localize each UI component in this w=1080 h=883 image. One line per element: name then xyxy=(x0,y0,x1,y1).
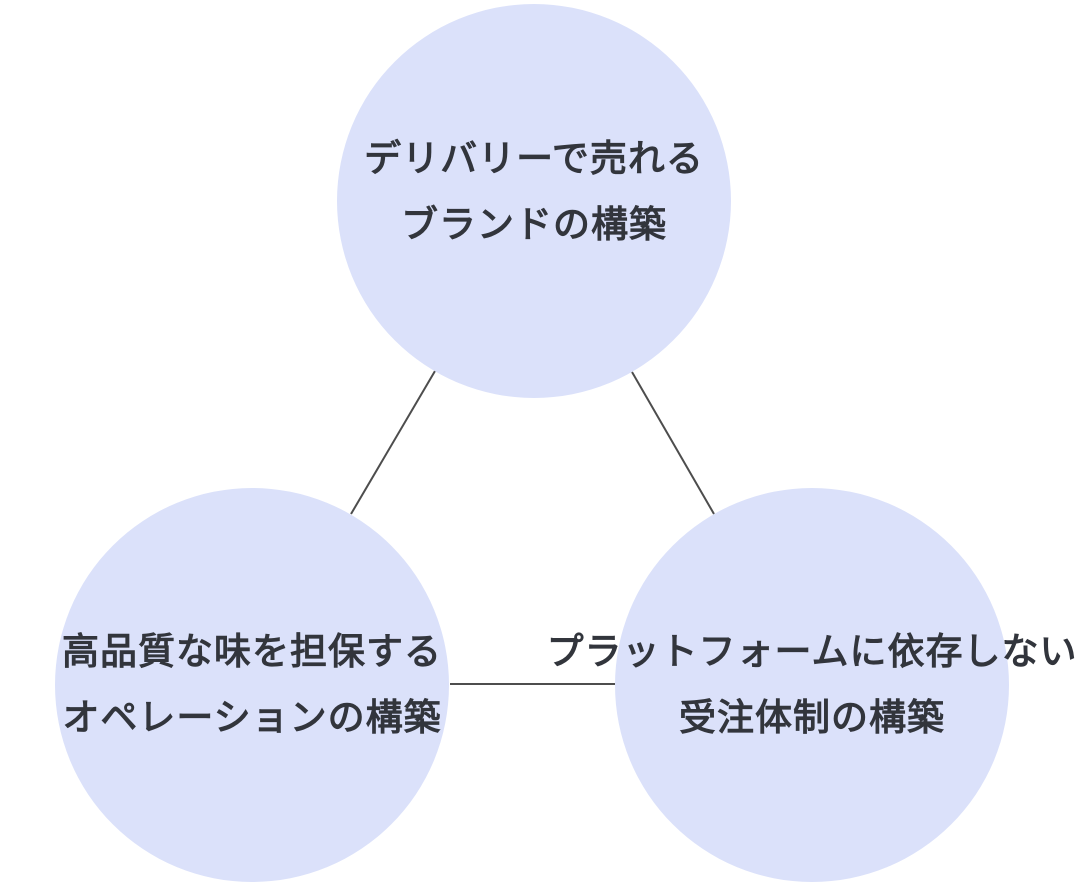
connector-top-to-bottomleft xyxy=(350,370,436,515)
node-label-line2: 受注体制の構築 xyxy=(679,696,945,739)
node-label-line1: 高品質な味を担保する xyxy=(62,630,442,673)
node-label-line2: オペレーションの構築 xyxy=(62,696,442,739)
node-label-line1: デリバリーで売れる xyxy=(364,137,704,180)
connector-top-to-bottomright xyxy=(631,371,715,515)
node-label-line2: ブランドの構築 xyxy=(401,203,667,246)
node-independent-orders-label: プラットフォームに依存しない 受注体制の構築 xyxy=(547,619,1078,751)
node-delivery-brand: デリバリーで売れる ブランドの構築 xyxy=(337,4,731,398)
node-quality-operation: 高品質な味を担保する オペレーションの構築 xyxy=(55,488,449,882)
node-independent-orders: プラットフォームに依存しない 受注体制の構築 xyxy=(547,488,1076,882)
node-delivery-brand-label: デリバリーで売れる ブランドの構築 xyxy=(364,126,704,258)
node-label-line1: プラットフォームに依存しない xyxy=(546,630,1078,673)
node-quality-operation-label: 高品質な味を担保する オペレーションの構築 xyxy=(62,619,442,751)
